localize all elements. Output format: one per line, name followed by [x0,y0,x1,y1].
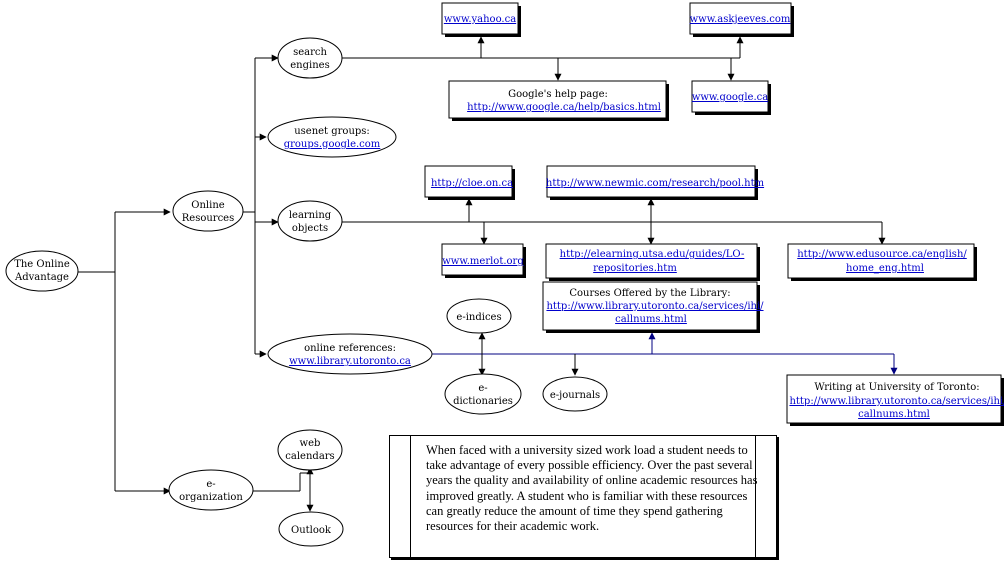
node-usenet-groups[interactable]: usenet groups: groups.google.com [267,116,397,158]
root-node-the-online-advantage[interactable]: The Online Advantage [5,250,79,292]
summary-paragraph: When faced with a university sized work … [426,443,758,534]
node-web-calendars[interactable]: web calendars [277,429,343,471]
online-resources-line2: Resources [182,213,234,224]
box-merlot[interactable]: www.merlot.org [441,243,526,278]
box-utsa[interactable]: http://elearning.utsa.edu/guides/LO- rep… [545,243,760,281]
branch-e-organization[interactable]: e- organization [168,469,254,511]
writing-link-line1[interactable]: http://www.library.utoronto.ca/services/… [789,396,1004,407]
web-calendars-line2: calendars [285,451,334,462]
online-references-link[interactable]: www.library.utoronto.ca [289,356,411,367]
courses-link-line1[interactable]: http://www.library.utoronto.ca/services/… [546,301,764,312]
box-newmic[interactable]: http://www.newmic.com/research/pool.htm [546,165,765,200]
e-dictionaries-line1: e- [478,383,487,394]
e-organization-line1: e- [206,479,215,490]
web-calendars-line1: web [300,438,321,449]
connectors [78,36,898,512]
box-google[interactable]: www.google.ca [691,80,771,115]
writing-link-line2[interactable]: callnums.html [858,409,930,420]
learning-objects-line1: learning [289,210,332,221]
learning-objects-line2: objects [292,223,328,234]
merlot-link[interactable]: www.merlot.org [442,256,524,267]
box-writing-at-uoft[interactable]: Writing at University of Toronto: http:/… [786,374,1004,426]
e-indices-label: e-indices [456,312,501,323]
box-yahoo[interactable]: www.yahoo.ca [441,2,521,37]
branch-online-resources[interactable]: Online Resources [172,190,244,232]
online-references-label: online references: [304,343,396,354]
summary-left-bar [410,436,411,557]
box-courses-offered[interactable]: Courses Offered by the Library: http://w… [542,281,764,333]
node-e-journals[interactable]: e-journals [542,376,608,412]
root-label-line1: The Online [14,259,70,270]
utsa-link-line2[interactable]: repositories.htm [593,263,677,274]
node-online-references[interactable]: online references: www.library.utoronto.… [267,333,433,375]
root-label-line2: Advantage [14,272,69,283]
summary-text-box: When faced with a university sized work … [389,435,777,558]
node-learning-objects[interactable]: learning objects [277,200,343,242]
utsa-link-line1[interactable]: http://elearning.utsa.edu/guides/LO- [560,249,745,260]
cloe-link[interactable]: http://cloe.on.ca [431,178,513,189]
courses-link-line2[interactable]: callnums.html [615,314,687,325]
search-engines-line2: engines [290,60,329,71]
node-e-dictionaries[interactable]: e- dictionaries [444,373,522,415]
courses-label: Courses Offered by the Library: [569,288,730,299]
box-askjeeves[interactable]: www.askjeeves.com [689,2,794,37]
google-help-link[interactable]: http://www.google.ca/help/basics.html [467,102,661,113]
box-cloe[interactable]: http://cloe.on.ca [424,165,515,200]
newmic-link[interactable]: http://www.newmic.com/research/pool.htm [546,178,765,189]
e-journals-label: e-journals [550,390,600,401]
yahoo-link[interactable]: www.yahoo.ca [444,14,516,25]
edusource-link-line2[interactable]: home_eng.html [846,263,924,274]
askjeeves-link[interactable]: www.askjeeves.com [690,14,791,25]
usenet-label: usenet groups: [294,126,370,137]
box-google-help[interactable]: Google's help page: http://www.google.ca… [448,80,669,121]
edusource-link-line1[interactable]: http://www.edusource.ca/english/ [797,249,967,260]
online-resources-line1: Online [191,200,224,211]
google-link[interactable]: www.google.ca [692,92,768,103]
search-engines-line1: search [293,47,327,58]
e-organization-line2: organization [179,492,243,503]
google-help-label: Google's help page: [508,89,608,100]
outlook-label: Outlook [291,525,332,536]
writing-label: Writing at University of Toronto: [814,382,979,393]
usenet-link[interactable]: groups.google.com [284,139,381,150]
e-dictionaries-line2: dictionaries [453,396,513,407]
node-e-indices[interactable]: e-indices [446,298,512,334]
summary-right-bar [755,436,756,557]
node-search-engines[interactable]: search engines [277,37,343,79]
box-edusource[interactable]: http://www.edusource.ca/english/ home_en… [787,243,977,281]
node-outlook[interactable]: Outlook [278,511,344,547]
